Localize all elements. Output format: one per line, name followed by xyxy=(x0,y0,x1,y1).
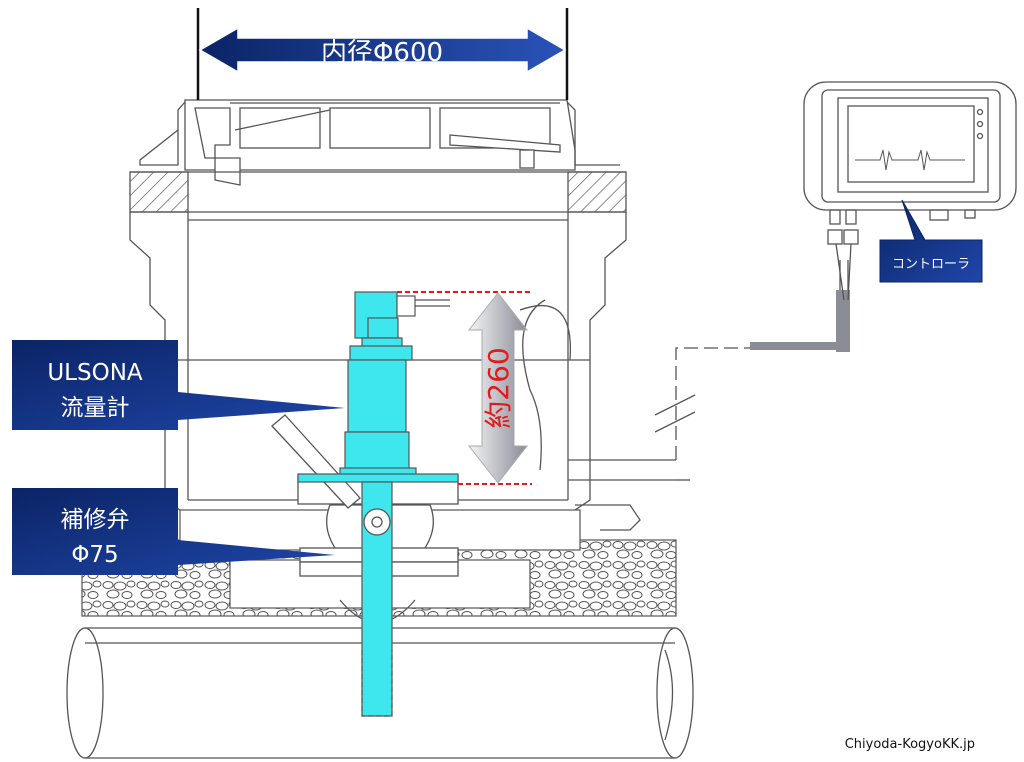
controller-callout: コントローラ xyxy=(879,199,983,283)
conduit-segment xyxy=(750,342,840,350)
valve-label-line2: Φ75 xyxy=(71,542,118,568)
flowmeter-label-line2: 流量計 xyxy=(61,395,130,421)
signal-conduit xyxy=(519,260,849,481)
flowmeter-callout: ULSONA 流量計 xyxy=(12,340,345,430)
inner-diameter-dimension: 内径Φ600 xyxy=(196,8,569,100)
flowmeter-label-line1: ULSONA xyxy=(47,360,143,386)
depth-dimension: 約260 xyxy=(397,291,532,485)
valve-hinge-pin-icon xyxy=(371,516,383,528)
conduit-riser xyxy=(836,290,850,352)
valve-callout: 補修弁 Φ75 xyxy=(12,488,335,575)
controller-unit xyxy=(803,81,1017,301)
depth-label: 約260 xyxy=(482,347,515,428)
controller-label: コントローラ xyxy=(892,257,970,272)
inner-diameter-label: 内径Φ600 xyxy=(321,38,443,68)
credit-text: Chiyoda-KogyoKK.jp xyxy=(845,737,975,752)
valve-label-line1: 補修弁 xyxy=(61,507,130,533)
manhole-chamber xyxy=(129,99,641,531)
